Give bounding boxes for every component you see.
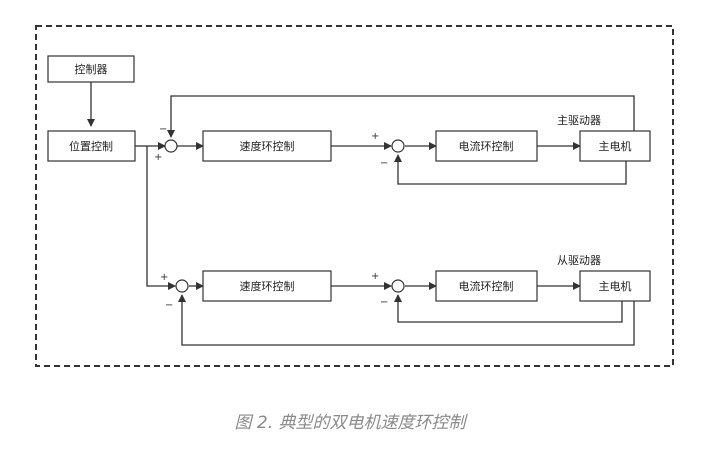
speed-loop-label-master: 速度环控制 <box>240 139 295 153</box>
motor-block-slave: 主电机 <box>579 270 651 302</box>
speed-loop-block-slave: 速度环控制 <box>202 270 332 302</box>
summing-junction-1 <box>164 139 178 153</box>
sign-sum2-plus: + <box>371 131 379 142</box>
current-loop-label-slave: 电流环控制 <box>459 279 514 293</box>
sign-sum3-minus: − <box>165 300 173 311</box>
speed-loop-block-master: 速度环控制 <box>202 130 332 162</box>
slave-drive-label: 从驱动器 <box>557 254 601 267</box>
sign-sum2-minus: − <box>380 158 388 169</box>
controller-label: 控制器 <box>75 62 108 76</box>
controller-block: 控制器 <box>47 55 135 83</box>
system-boundary-frame <box>35 25 674 367</box>
sign-sum1-plus: + <box>154 152 162 163</box>
sign-sum3-plus: + <box>160 272 168 283</box>
master-drive-label: 主驱动器 <box>557 114 601 127</box>
connections <box>87 82 635 346</box>
motor-block-master: 主电机 <box>579 130 651 162</box>
sign-sum4-minus: − <box>380 297 388 308</box>
summing-junction-4 <box>391 279 405 293</box>
motor-label-master: 主电机 <box>599 139 632 153</box>
figure-caption: 图 2. 典型的双电机速度环控制 <box>234 413 468 433</box>
speed-loop-label-slave: 速度环控制 <box>240 279 295 293</box>
position-control-block: 位置控制 <box>47 130 136 162</box>
motor-label-slave: 主电机 <box>599 279 632 293</box>
position-control-label: 位置控制 <box>69 139 113 153</box>
summing-junction-3 <box>175 279 189 293</box>
current-loop-label-master: 电流环控制 <box>459 139 514 153</box>
summing-junction-2 <box>391 139 405 153</box>
sign-sum1-minus: − <box>159 124 167 135</box>
current-loop-block-slave: 电流环控制 <box>435 270 538 302</box>
current-loop-block-master: 电流环控制 <box>435 130 538 162</box>
sign-sum4-plus: + <box>371 271 379 282</box>
